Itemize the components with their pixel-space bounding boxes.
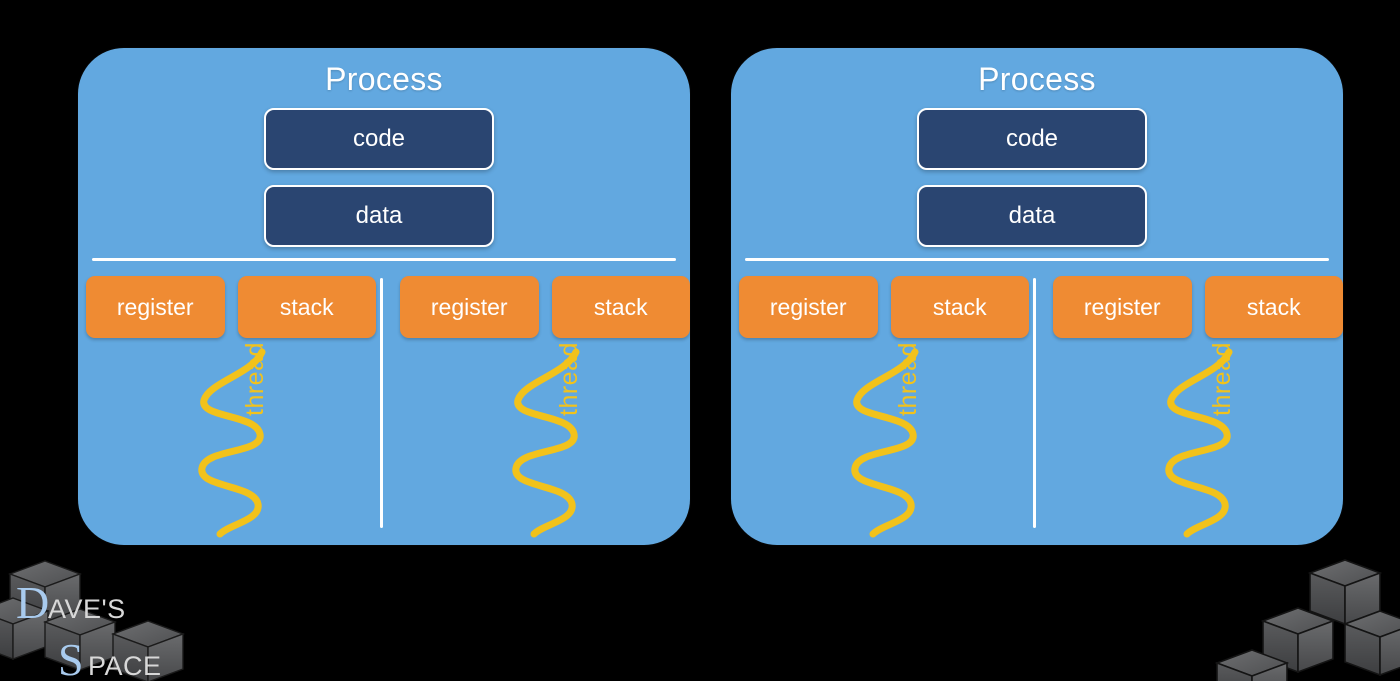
register-pill: register xyxy=(739,276,878,338)
stack-pill: stack xyxy=(237,276,376,338)
segment-data-box: data xyxy=(917,185,1147,247)
watermark-logo: D AVE'S S PACE xyxy=(0,556,200,681)
process-title: Process xyxy=(325,61,443,97)
thread-column: register stack thread xyxy=(739,276,1029,541)
thread-squiggle-icon xyxy=(843,348,929,538)
logo-word-pace: PACE xyxy=(88,651,162,681)
logo-initial-s: S xyxy=(58,634,84,681)
register-stack-row: register stack xyxy=(739,276,1029,338)
logo-word-aves: AVE'S xyxy=(48,594,126,624)
process-title: Process xyxy=(978,61,1096,97)
thread-label: thread xyxy=(894,342,922,416)
register-stack-row: register stack xyxy=(86,276,376,338)
thread-label: thread xyxy=(555,342,583,416)
thread-label: thread xyxy=(241,342,269,416)
segment-data-box: data xyxy=(264,185,494,247)
thread-squiggle-icon xyxy=(504,348,590,538)
process-block-2: Process code data register stack thread … xyxy=(731,48,1343,545)
horizontal-divider xyxy=(92,258,676,261)
vertical-divider xyxy=(380,278,383,528)
decorative-cube-stack xyxy=(1215,551,1400,681)
thread-column: register stack thread xyxy=(400,276,690,541)
vertical-divider xyxy=(1033,278,1036,528)
register-stack-row: register stack xyxy=(400,276,690,338)
logo-cube-stack xyxy=(0,560,186,681)
register-pill: register xyxy=(86,276,225,338)
horizontal-divider xyxy=(745,258,1329,261)
logo-initial-d: D xyxy=(16,577,49,628)
stack-pill: stack xyxy=(890,276,1029,338)
segment-code-box: code xyxy=(264,108,494,170)
thread-squiggle-icon xyxy=(1157,348,1243,538)
thread-column: register stack thread xyxy=(86,276,376,541)
process-block-1: Process code data register stack thread … xyxy=(78,48,690,545)
logo-wordmark: D AVE'S S PACE xyxy=(16,577,162,681)
segment-code-box: code xyxy=(917,108,1147,170)
thread-column: register stack thread xyxy=(1053,276,1343,541)
thread-squiggle-icon xyxy=(190,348,276,538)
register-stack-row: register stack xyxy=(1053,276,1343,338)
stack-pill: stack xyxy=(551,276,690,338)
register-pill: register xyxy=(1053,276,1192,338)
register-pill: register xyxy=(400,276,539,338)
thread-label: thread xyxy=(1208,342,1236,416)
stack-pill: stack xyxy=(1204,276,1343,338)
